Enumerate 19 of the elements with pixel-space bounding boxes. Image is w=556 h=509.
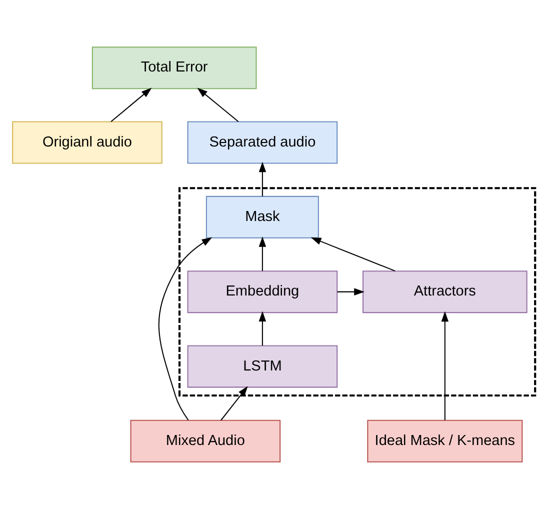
node-box: Total Error — [92, 46, 257, 90]
node-box: Mixed Audio — [130, 420, 281, 462]
arrow — [197, 88, 239, 122]
node-box: Embedding — [187, 270, 338, 314]
arrow — [310, 237, 396, 272]
arrow — [258, 311, 266, 346]
arrow — [258, 162, 266, 196]
node-box: Attractors — [362, 270, 528, 314]
node-box: Mask — [206, 196, 319, 238]
arrow — [110, 88, 152, 122]
arrow — [441, 311, 449, 420]
node-box: Ideal Mask / K-means — [367, 420, 523, 462]
node-box: Origianl audio — [12, 121, 162, 164]
arrow — [158, 237, 212, 420]
arrow — [258, 236, 266, 271]
node-box: Separated audio — [187, 121, 338, 164]
arrow — [337, 288, 364, 296]
node-box: LSTM — [187, 345, 338, 388]
arrow — [220, 386, 248, 421]
